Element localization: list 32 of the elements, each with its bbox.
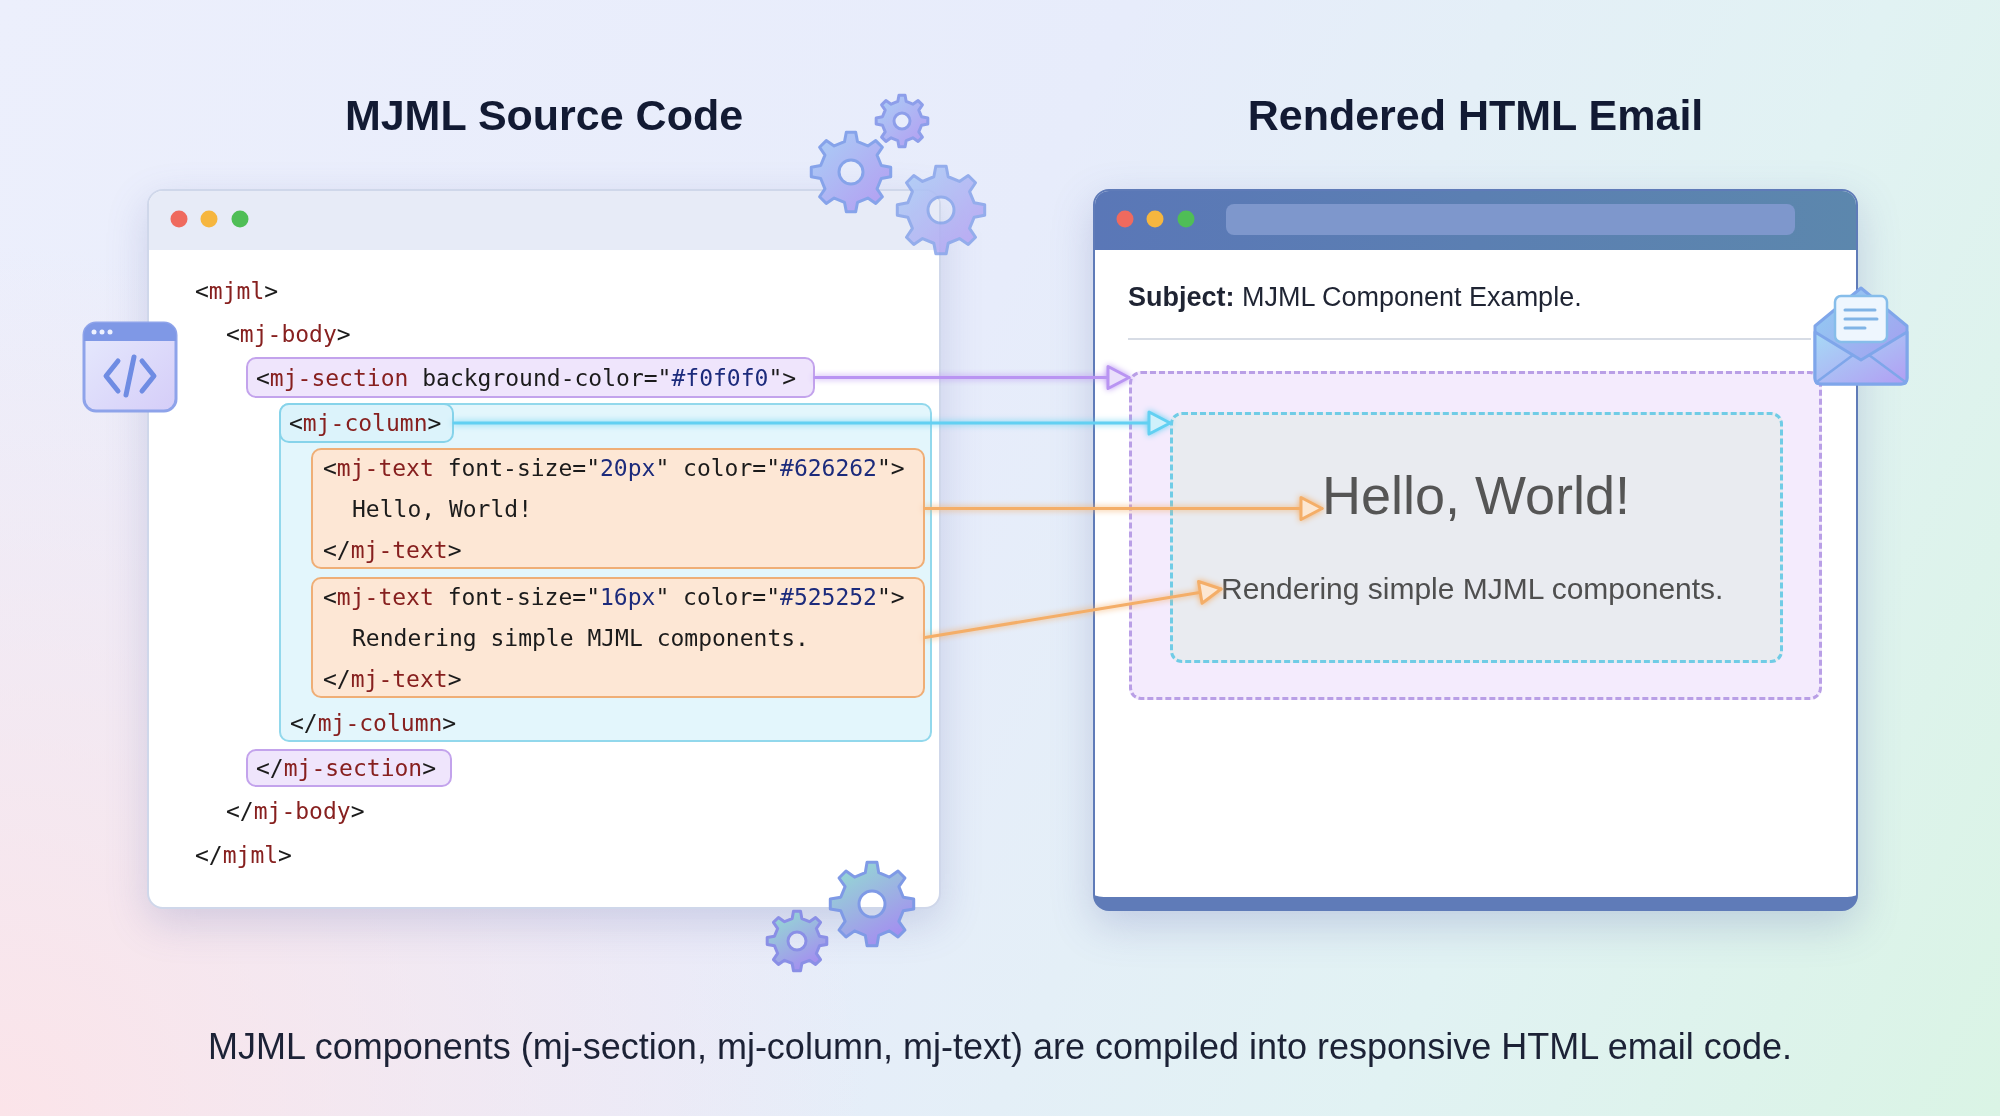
code-line: </mj-text> bbox=[323, 536, 462, 565]
rendered-text: Rendering simple MJML components. bbox=[1221, 571, 1724, 607]
dashed-region-box bbox=[1170, 412, 1783, 663]
code-highlight-box bbox=[311, 448, 925, 569]
caption: MJML components (mj-section, mj-column, mj-text) are compiled into responsive HTML email code. bbox=[208, 1025, 1792, 1069]
code-highlight-box bbox=[279, 403, 932, 742]
code-line: Hello, World! bbox=[352, 495, 532, 524]
arrow bbox=[923, 496, 1324, 521]
code-highlight-box bbox=[246, 357, 815, 398]
panel-heading: Rendered HTML Email bbox=[1247, 90, 1704, 141]
code-highlight-box bbox=[311, 577, 925, 698]
arrow bbox=[923, 580, 1223, 639]
code-line: <mj-text font-size="16px" color="#525252"> bbox=[323, 583, 905, 612]
code-line: Rendering simple MJML components. bbox=[352, 624, 809, 653]
panel-heading: MJML Source Code bbox=[344, 90, 744, 141]
rendered-text: Hello, World! bbox=[1322, 464, 1631, 526]
code-highlight-box bbox=[246, 749, 452, 787]
code-line: </mjml> bbox=[195, 841, 292, 870]
code-line: </mj-body> bbox=[226, 797, 365, 826]
code-line: <mj-body> bbox=[226, 320, 351, 349]
code-line: </mj-section> bbox=[256, 754, 437, 783]
code-line: </mj-column> bbox=[290, 709, 457, 738]
code-line: </mj-text> bbox=[323, 665, 462, 694]
arrow bbox=[813, 365, 1131, 390]
code-line: <mjml> bbox=[195, 277, 279, 306]
arrow bbox=[452, 410, 1172, 436]
email-subject-line: Subject: MJML Component Example. bbox=[1128, 281, 1582, 314]
code-line: <mj-section background-color="#f0f0f0"> bbox=[256, 363, 797, 393]
code-line: <mj-column> bbox=[289, 409, 442, 438]
code-highlight-box bbox=[279, 403, 454, 443]
dashed-region-box bbox=[1129, 371, 1822, 700]
code-line: <mj-text font-size="20px" color="#626262"> bbox=[323, 454, 905, 483]
